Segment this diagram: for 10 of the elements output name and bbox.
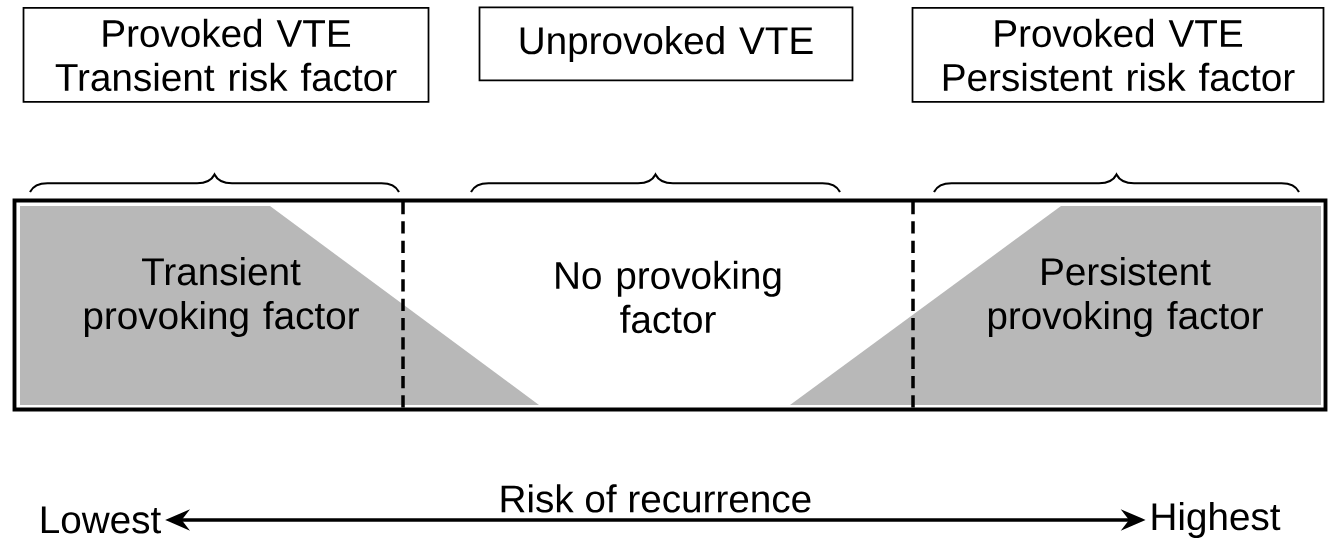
region-label: No provoking factor [556,260,781,334]
scale-label: Lowest [41,506,161,534]
edge-label: Risk of recurrence [501,484,811,513]
category-box: Unprovoked VTE [478,6,854,82]
category-box: Provoked VTE Transient risk factor [22,7,430,103]
scale-label: Highest [1152,501,1281,538]
category-box: Provoked VTE Persistent risk factor [911,7,1325,103]
region-label: Transient provoking factor [84,257,359,337]
region-label: Persistent provoking factor [988,257,1263,337]
risk-bar [12,198,1328,412]
